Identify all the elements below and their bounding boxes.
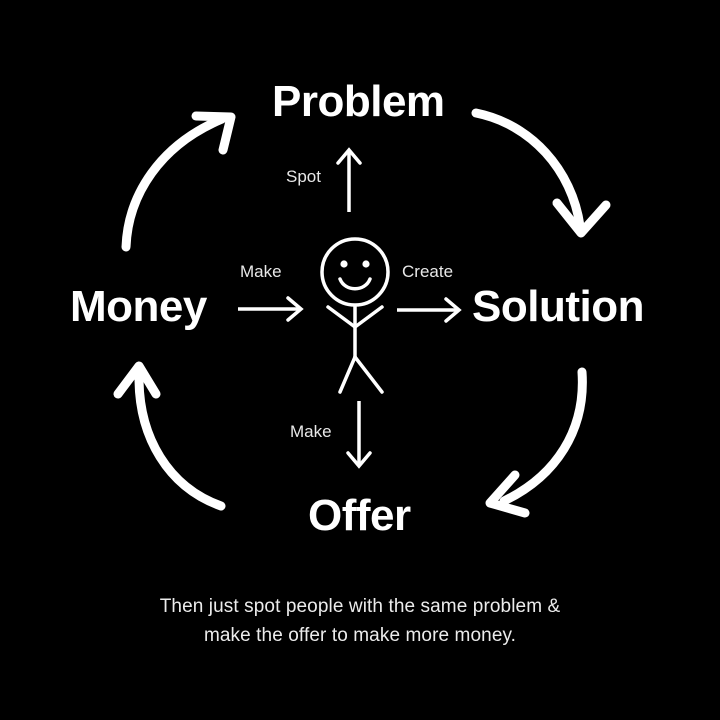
node-label-money: Money	[70, 282, 207, 331]
caption-line-1: Then just spot people with the same prob…	[159, 596, 561, 617]
smiling-stick-figure-icon	[320, 237, 390, 394]
straight-arrow-right-create	[397, 297, 462, 323]
edge-label-make-offer: Make	[290, 422, 332, 441]
caption-line-2: make the offer to make more money.	[203, 625, 517, 646]
node-label-solution: Solution	[472, 282, 644, 331]
node-label-offer: Offer	[308, 491, 411, 540]
curved-arrow-offer-to-money	[113, 361, 226, 511]
straight-arrow-up-spot	[336, 147, 362, 212]
edge-label-spot: Spot	[286, 167, 321, 186]
curved-arrow-money-to-problem	[121, 111, 236, 252]
curved-arrow-problem-to-solution	[471, 108, 611, 238]
straight-arrow-down-make-offer	[346, 401, 372, 469]
node-label-problem: Problem	[272, 77, 445, 126]
edge-label-make-money: Make	[240, 262, 282, 281]
straight-arrow-right-make-money	[238, 296, 304, 322]
edge-label-create: Create	[402, 262, 454, 281]
curved-arrow-solution-to-offer	[485, 367, 587, 518]
caption: Then just spot people with the same prob…	[0, 592, 720, 650]
